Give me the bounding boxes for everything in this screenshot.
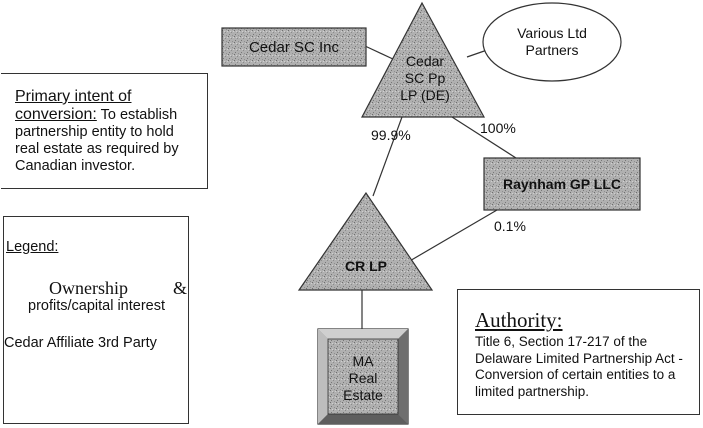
legend-box: Legend: Ownership & profits/capital inte… — [3, 216, 189, 424]
legend-ampersand: & — [173, 278, 188, 298]
primary-intent-heading: Primary intent of conversion: — [15, 88, 132, 123]
various-partners-label-2: Partners — [526, 42, 579, 58]
legend-ownership: Ownership — [49, 278, 128, 298]
line-raynham-to-crlp — [407, 209, 498, 263]
primary-intent-body: To establish partnership entity to hold … — [15, 107, 179, 174]
raynham-node: Raynham GP LLC — [483, 157, 641, 211]
line-lp-to-crlp — [372, 116, 403, 197]
ma-estate-label-2: Real — [349, 370, 378, 386]
cr-lp-node: CR LP — [297, 191, 434, 291]
cr-lp-label: CR LP — [345, 258, 387, 274]
various-partners-label-1: Various Ltd — [517, 25, 587, 41]
cedar-sc-lp-label-2: SC Pp — [405, 70, 446, 86]
raynham-label: Raynham GP LLC — [503, 176, 621, 192]
authority-body: Title 6, Section 17-217 of the Delaware … — [475, 334, 683, 399]
authority-box: Authority: Title 6, Section 17-217 of th… — [457, 289, 700, 415]
cedar-sc-inc-node: Cedar SC Inc — [221, 27, 367, 67]
legend-title: Legend: — [6, 239, 59, 255]
ma-estate-label-1: MA — [353, 353, 375, 369]
cedar-sc-lp-label-1: Cedar — [406, 53, 444, 69]
various-partners-node: Various Ltd Partners — [482, 2, 622, 82]
cedar-sc-inc-label: Cedar SC Inc — [249, 39, 340, 56]
primary-intent-box: Primary intent of conversion: To establi… — [1, 73, 208, 189]
cedar-sc-lp-label-3: LP (DE) — [400, 87, 450, 103]
ma-estate-label-3: Estate — [343, 387, 383, 403]
line-lp-to-raynham — [451, 116, 517, 159]
cedar-sc-lp-node: Cedar SC Pp LP (DE) — [361, 1, 486, 118]
pct-0-1-label: 0.1% — [494, 218, 526, 234]
legend-affiliate: Cedar Affiliate 3rd Party — [4, 335, 157, 351]
connector-lines — [361, 45, 517, 329]
pct-99-9-label: 99.9% — [371, 127, 411, 143]
authority-heading: Authority: — [475, 308, 563, 332]
pct-100-label: 100% — [480, 120, 516, 136]
ma-real-estate-node: MA Real Estate — [317, 328, 409, 425]
legend-ownership-detail: profits/capital interest — [28, 298, 166, 314]
line-inc-to-lp — [364, 45, 396, 61]
